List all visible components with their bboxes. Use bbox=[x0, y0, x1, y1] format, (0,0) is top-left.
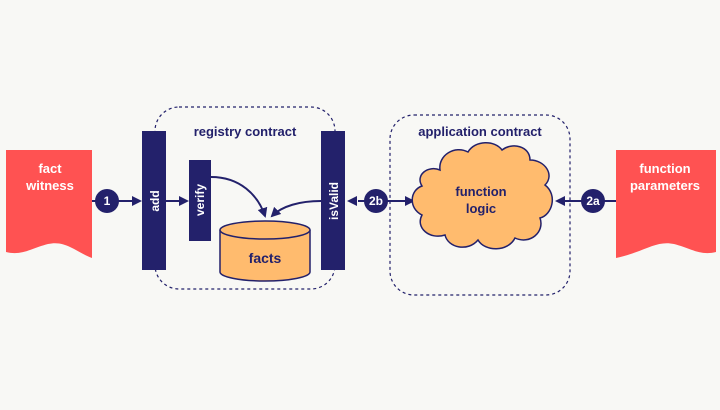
application-contract-title: application contract bbox=[418, 124, 542, 139]
fact-witness-line2: witness bbox=[25, 178, 74, 193]
add-function-label: add bbox=[148, 190, 162, 211]
step-2a-badge bbox=[581, 189, 605, 213]
application-contract-container bbox=[389, 114, 571, 296]
function-parameters-document bbox=[616, 150, 716, 258]
step-2b-badge bbox=[364, 189, 388, 213]
step-2a-label: 2a bbox=[586, 194, 600, 208]
registry-contract-title: registry contract bbox=[194, 124, 297, 139]
function-parameters-line2: parameters bbox=[630, 178, 700, 193]
isvalid-function-label: isValid bbox=[327, 182, 341, 220]
step-2b-label: 2b bbox=[369, 194, 383, 208]
step-1-badge bbox=[95, 189, 119, 213]
isvalid-function-bar bbox=[321, 131, 345, 270]
arrow-verify-to-facts bbox=[210, 176, 268, 218]
arrow-isvalid-to-facts bbox=[270, 200, 322, 218]
fact-witness-line1: fact bbox=[38, 161, 62, 176]
verify-function-label: verify bbox=[193, 184, 207, 216]
add-function-bar bbox=[142, 131, 166, 270]
facts-label: facts bbox=[249, 250, 282, 266]
facts-database bbox=[219, 220, 311, 282]
arrowhead-back-to-isvalid bbox=[347, 196, 357, 206]
step-1-label: 1 bbox=[104, 194, 111, 208]
function-logic-line2: logic bbox=[466, 201, 496, 216]
function-logic-line1: function bbox=[455, 184, 506, 199]
verify-function-bar bbox=[189, 160, 211, 241]
function-parameters-line1: function bbox=[639, 161, 690, 176]
function-logic-cloud bbox=[411, 142, 554, 250]
fact-witness-document bbox=[6, 150, 92, 258]
